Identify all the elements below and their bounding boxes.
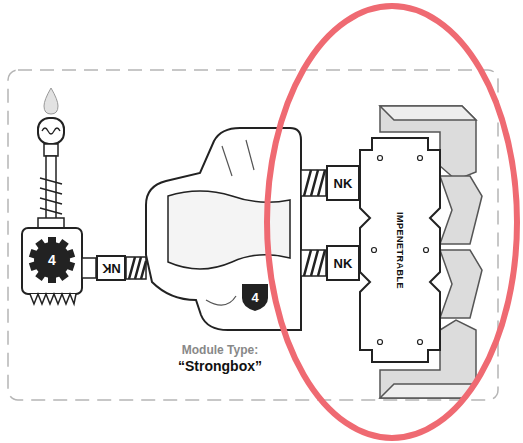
node-text: 4 bbox=[48, 253, 56, 267]
gear-number: 4 bbox=[28, 236, 76, 284]
dashed-frame bbox=[8, 70, 498, 400]
bulb bbox=[38, 118, 64, 156]
node-text: 4 bbox=[251, 291, 258, 304]
shield-number: 4 bbox=[240, 282, 270, 312]
module-name: “Strongbox” bbox=[178, 358, 262, 374]
node-text: IMPENETRABLE bbox=[395, 211, 404, 288]
node-text: NK bbox=[334, 177, 353, 190]
flame-drop bbox=[44, 88, 58, 114]
threaded-neck bbox=[38, 156, 64, 230]
right-couplings bbox=[301, 170, 326, 276]
armor-plate: IMPENETRABLE bbox=[360, 138, 440, 362]
connector-tag: NK bbox=[96, 255, 126, 281]
node-text: NK bbox=[102, 262, 121, 275]
highlight-ellipse bbox=[267, 6, 517, 438]
module-type-caption: Module Type: bbox=[182, 343, 258, 357]
gear-housing bbox=[22, 228, 82, 304]
connector-tag: NK bbox=[326, 165, 360, 201]
connector-tag: NK bbox=[326, 245, 360, 281]
node-text: NK bbox=[334, 257, 353, 270]
